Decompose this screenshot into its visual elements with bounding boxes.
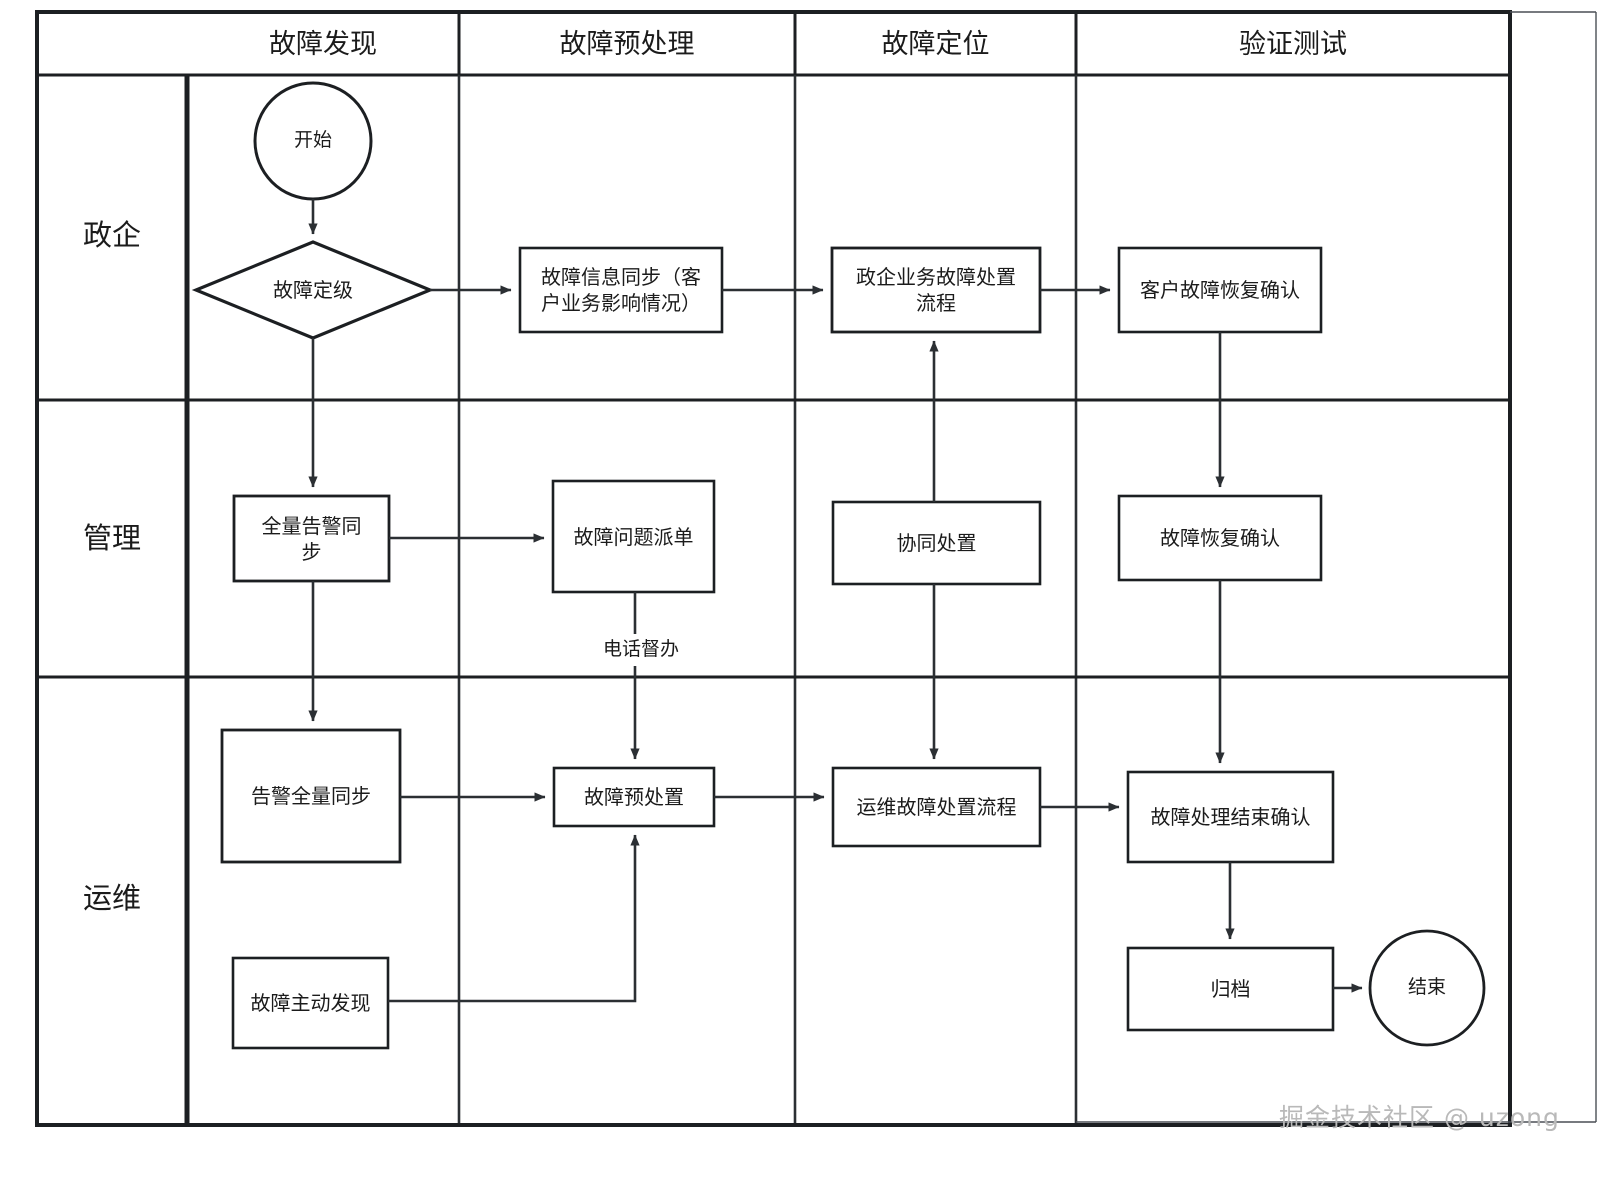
- node-fault-info-sync-shape[interactable]: [518, 246, 724, 334]
- swimlane-grid: [35, 10, 1597, 1127]
- edge-fault-self-detect-to-fault-pretreat: [388, 834, 640, 1003]
- node-ge-fault-process-shape[interactable]: [830, 246, 1042, 334]
- node-alarm-full-sync-shape[interactable]: [220, 728, 402, 864]
- node-full-alarm-sync-shape[interactable]: [232, 494, 391, 583]
- node-fault-recovery-ack-shape[interactable]: [1117, 494, 1323, 582]
- node-fault-dispatch-shape[interactable]: [551, 479, 716, 594]
- node-om-fault-process-shape[interactable]: [831, 766, 1042, 848]
- connectors: [308, 199, 1363, 1003]
- node-end-shape[interactable]: [1368, 929, 1486, 1047]
- node-fault-grading-shape[interactable]: [191, 240, 435, 340]
- node-start-shape[interactable]: [253, 81, 373, 201]
- watermark: 掘金技术社区 @ uzong: [1279, 1103, 1560, 1132]
- node-fault-end-ack-shape[interactable]: [1126, 770, 1335, 864]
- node-fault-pretreat-shape[interactable]: [552, 766, 716, 828]
- node-archive-shape[interactable]: [1126, 946, 1335, 1032]
- node-collaborative-shape[interactable]: [831, 500, 1042, 586]
- node-fault-self-detect-shape[interactable]: [231, 956, 390, 1050]
- node-customer-recovery-shape[interactable]: [1117, 246, 1323, 334]
